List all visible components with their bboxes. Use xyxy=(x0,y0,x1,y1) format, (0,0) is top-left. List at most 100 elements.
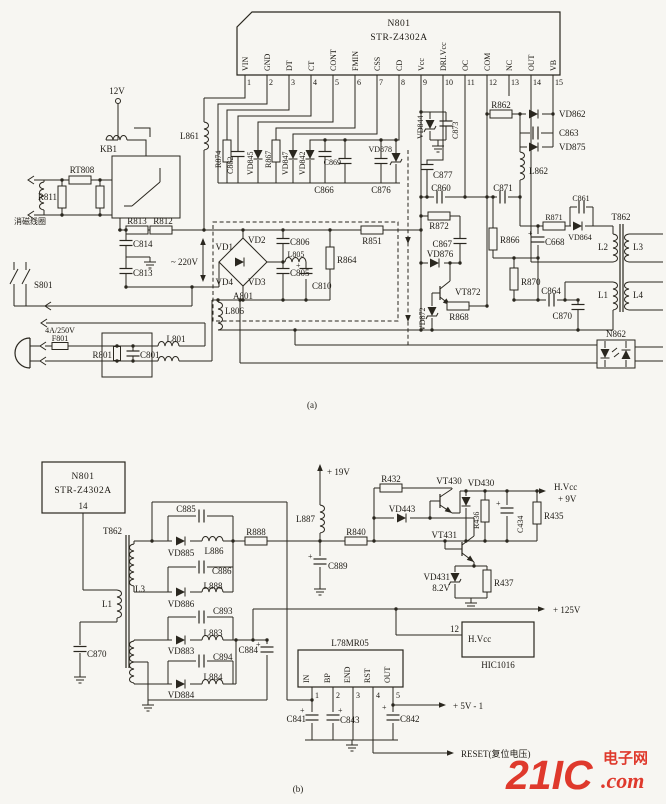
opto-detector-icon xyxy=(621,349,631,360)
regulator-l78mr05: L78MR05 IN BP END RST OUT 1 2 3 4 5 + + … xyxy=(286,638,530,759)
cap-c876 xyxy=(373,157,389,165)
cap-c884 xyxy=(259,646,275,653)
label-r811: R811 xyxy=(38,192,57,202)
label-vd842: VD842 xyxy=(298,151,307,175)
rect-rows-top: C885 VD885 L886 C886 L888 VD886 R888 xyxy=(134,501,320,701)
label-l2: L2 xyxy=(598,242,608,252)
label-12v: 12V xyxy=(109,86,125,96)
label-vd878: VD878 xyxy=(368,145,392,154)
reg-pin-name: BP xyxy=(323,673,332,683)
label-l78mr05: L78MR05 xyxy=(331,638,369,648)
diode-vd876 xyxy=(429,258,440,268)
label-f801-rating: 4A/250V xyxy=(45,326,75,335)
pin-name: GND xyxy=(263,53,272,71)
pin-name: CSS xyxy=(373,57,382,71)
reg-pin-num: 2 xyxy=(336,691,340,700)
caption-b: (b) xyxy=(293,784,304,794)
watermark: 21IC 电子网 .com xyxy=(505,749,648,798)
label-c866: C866 xyxy=(314,185,334,195)
label-vd886: VD886 xyxy=(168,599,195,609)
cap-c814 xyxy=(118,239,134,247)
winding-l3a xyxy=(624,233,630,263)
dashed-enclosure xyxy=(212,221,399,322)
inductor-l861 xyxy=(203,121,209,151)
filter-box xyxy=(101,332,153,378)
label-l1a: L1 xyxy=(598,290,608,300)
label-vt872: VT872 xyxy=(455,287,481,297)
label-r872: R872 xyxy=(429,221,449,231)
reg-pin-num: 4 xyxy=(376,691,380,700)
hybrid-hic1016: 12 H.Vcc HIC1016 xyxy=(395,609,535,670)
pin-num: 13 xyxy=(511,78,519,87)
choke-l801 xyxy=(157,356,180,362)
label-c885: C885 xyxy=(176,504,196,514)
label-vd2: VD2 xyxy=(248,235,266,245)
cap-c843 xyxy=(325,714,341,721)
label-degauss: 消磁线圈 xyxy=(14,216,46,226)
ground-icon xyxy=(143,256,157,269)
label-5v: + 5V - 1 xyxy=(453,701,483,711)
label-hvcc: H.Vcc xyxy=(554,482,577,492)
label-r874: R874 xyxy=(214,151,223,168)
cap-c894 xyxy=(198,653,205,669)
resistor-r871 xyxy=(542,221,566,231)
plus-icon: + xyxy=(496,499,501,508)
label-vd847: VD847 xyxy=(281,151,290,175)
ic-a-pin-names: VIN GND DT CT CONT FMIN CSS CD Vcc DRI.V… xyxy=(241,42,558,71)
hic-hvcc: H.Vcc xyxy=(468,634,491,644)
arrow-icon xyxy=(405,315,411,322)
relay-coil xyxy=(105,135,128,141)
cap-c813 xyxy=(118,267,134,275)
opto-led-icon xyxy=(600,348,610,359)
label-c863: C863 xyxy=(559,128,579,138)
pin-num: 3 xyxy=(291,78,295,87)
diode-icon xyxy=(234,257,245,267)
ic-a-pin-numbers: 1 2 3 4 5 6 7 8 9 10 11 12 13 14 15 xyxy=(247,78,563,87)
cap-c862 xyxy=(230,150,246,158)
label-125v: + 125V xyxy=(553,605,581,615)
resistor-rt808 xyxy=(68,175,92,185)
label-vd875: VD875 xyxy=(559,142,586,152)
label-a801: A801 xyxy=(233,291,253,301)
ic-b-pin14: 14 xyxy=(79,501,89,511)
arrow-icon xyxy=(447,750,454,756)
label-r432: R432 xyxy=(381,474,401,484)
ground-icon xyxy=(141,699,155,712)
plus-icon: + xyxy=(296,261,301,270)
pin-name: COM xyxy=(483,53,492,71)
plus-icon: + xyxy=(528,229,533,238)
reg-pin-num: 5 xyxy=(396,691,400,700)
diode-vd884 xyxy=(175,679,186,689)
pin-num: 10 xyxy=(445,78,453,87)
reg-pin-name: END xyxy=(343,666,352,683)
label-220v: ~ 220V xyxy=(171,257,199,267)
pin-num: 2 xyxy=(269,78,273,87)
label-c867: C867 xyxy=(432,239,452,249)
ic-a-part: STR-Z4302A xyxy=(370,33,427,43)
label-vd430: VD430 xyxy=(468,478,495,488)
section-a: N801 STR-Z4302A VIN GND DT CT CONT FMIN … xyxy=(9,11,663,410)
label-r868: R868 xyxy=(449,312,469,322)
label-r435: R435 xyxy=(544,511,564,521)
watermark-big: 21IC xyxy=(505,752,594,798)
resistor-aux xyxy=(95,185,105,209)
ic-n801-a: N801 STR-Z4302A VIN GND DT CT CONT FMIN … xyxy=(236,11,563,88)
hic-pin12: 12 xyxy=(450,624,459,634)
label-c869: C869 xyxy=(324,158,341,167)
resistor-r811 xyxy=(57,185,67,209)
label-c668: C668 xyxy=(545,237,565,247)
diode-vd875 xyxy=(528,142,539,152)
label-r436: R436 xyxy=(472,512,481,529)
cap-c877 xyxy=(419,163,435,171)
label-c877: C877 xyxy=(433,170,453,180)
diode-vd885 xyxy=(175,536,186,546)
label-vd883: VD883 xyxy=(168,646,195,656)
winding-l4 xyxy=(624,281,630,311)
label-l861: L861 xyxy=(180,131,199,141)
resistor-r870 xyxy=(509,267,519,291)
pin-name: VB xyxy=(549,60,558,71)
cap-c870a xyxy=(570,303,586,311)
label-vd864: VD864 xyxy=(568,233,592,242)
label-vd844: VD844 xyxy=(416,115,425,139)
label-vd1: VD1 xyxy=(216,242,234,252)
